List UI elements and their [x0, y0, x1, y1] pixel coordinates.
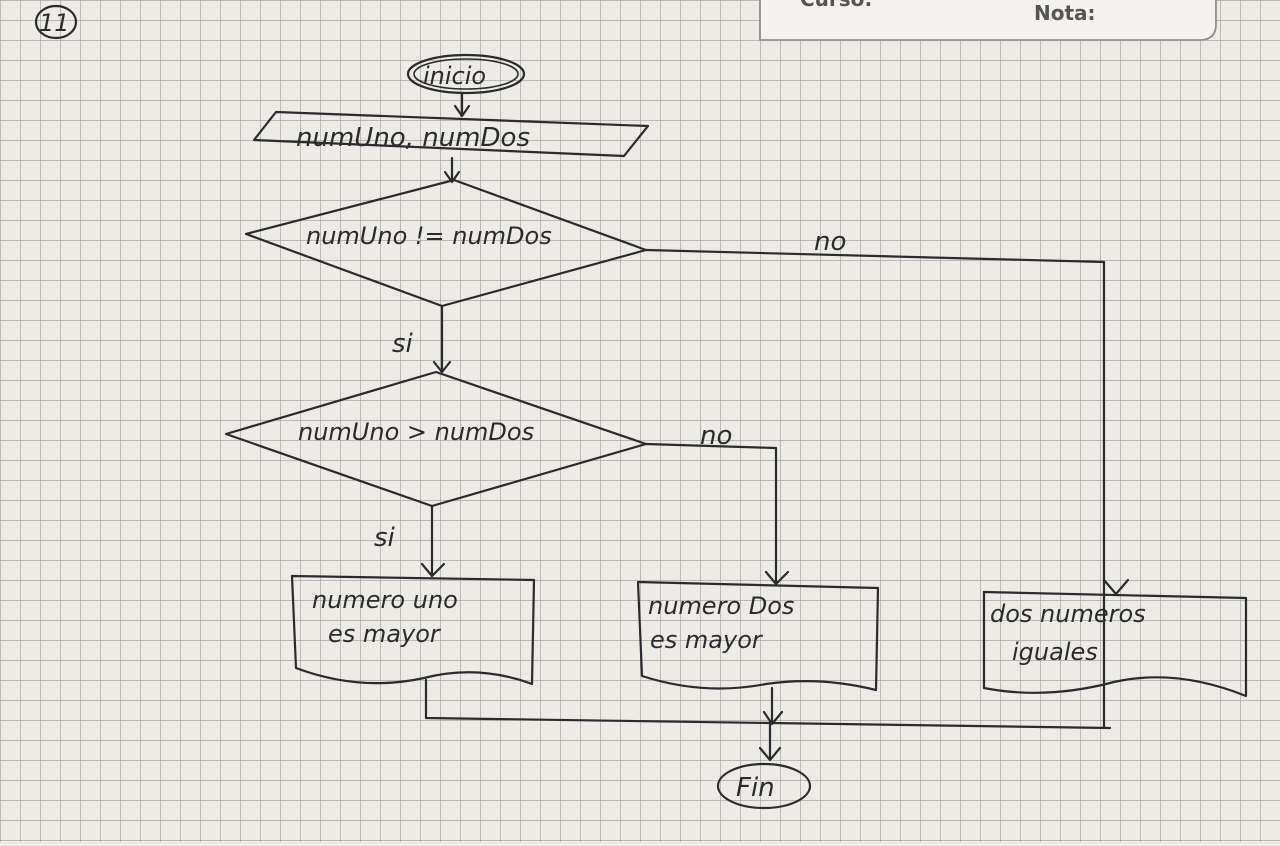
header-box [759, 0, 1217, 41]
input-box: numUno, numDos [252, 110, 650, 158]
end-terminal: Fin [716, 762, 812, 810]
output2-line2: es mayor [650, 626, 764, 654]
output2-document: numero Dos es mayor [636, 580, 880, 692]
exercise-number-badge: 11 [34, 4, 78, 40]
merge-line [424, 678, 1112, 730]
output3-line1: dos numeros [990, 600, 1146, 628]
input-label: numUno, numDos [296, 123, 530, 153]
decision2-label: numUno > numDos [298, 418, 534, 446]
arrow-output2-merge [762, 686, 784, 726]
decision1-no-label: no [814, 227, 846, 257]
output3-document: dos numeros iguales [982, 590, 1248, 698]
decision2-yes-label: si [374, 523, 396, 553]
line-decision1-no [644, 248, 1106, 730]
arrow-start-input [453, 91, 471, 118]
output2-line1: numero Dos [648, 592, 794, 620]
line-decision2-yes [420, 504, 446, 578]
output3-line2: iguales [1012, 638, 1098, 666]
output1-line2: es mayor [328, 620, 442, 648]
output1-line1: numero uno [312, 586, 458, 614]
decision2-no-label: no [700, 421, 732, 451]
start-label: inicio [423, 62, 486, 90]
nota-label: Nota: [1034, 1, 1096, 25]
line-decision1-yes [432, 304, 452, 374]
end-label: Fin [736, 773, 775, 803]
curso-label: Curso: [800, 0, 872, 11]
decision1-yes-label: si [392, 329, 414, 359]
output1-document: numero uno es mayor [290, 574, 536, 686]
decision1-label: numUno != numDos [306, 222, 552, 250]
line-decision2-no [644, 442, 790, 586]
arrow-merge-end [758, 720, 782, 762]
start-terminal: inicio [406, 53, 526, 95]
exercise-number: 11 [39, 9, 70, 37]
arrow-input-decision1 [443, 156, 461, 184]
